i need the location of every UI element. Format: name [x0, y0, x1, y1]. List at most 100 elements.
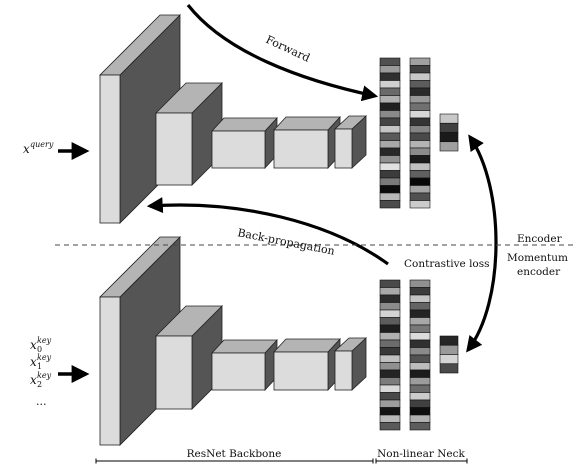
feature-cell: [379, 162, 401, 171]
feature-cell: [379, 332, 401, 341]
feature-cell: [439, 113, 459, 124]
feature-cell: [379, 110, 401, 119]
key-input-1-sub: 1: [37, 362, 42, 371]
key-input-1-base: x: [30, 355, 37, 369]
feature-cell: [409, 422, 431, 431]
feature-cell: [409, 317, 431, 326]
query-feature-column-2: [409, 57, 431, 209]
feature-cell: [379, 170, 401, 179]
feature-cell: [409, 302, 431, 311]
feature-cell: [409, 125, 431, 134]
contrastive-loss-label: Contrastive loss: [404, 258, 490, 270]
feature-cell: [379, 177, 401, 186]
key-feature-column-1: [379, 279, 401, 431]
query-conv-block-4: [273, 115, 341, 170]
feature-cell: [379, 57, 401, 66]
feature-cell: [379, 422, 401, 431]
feature-cell: [379, 317, 401, 326]
feature-cell: [379, 369, 401, 378]
feature-cell: [409, 147, 431, 156]
feature-cell: [409, 185, 431, 194]
feature-cell: [379, 399, 401, 408]
key-input-0-sub: 0: [37, 345, 42, 354]
feature-cell: [379, 392, 401, 401]
key-input-1-sup: key: [37, 353, 52, 362]
feature-cell: [409, 87, 431, 96]
feature-cell: [409, 354, 431, 363]
forward-label: Forward: [264, 33, 312, 65]
key-input-2-sup: key: [37, 371, 52, 380]
feature-cell: [379, 140, 401, 149]
feature-cell: [379, 354, 401, 363]
feature-cell: [409, 102, 431, 111]
feature-cell: [409, 362, 431, 371]
feature-cell: [409, 332, 431, 341]
feature-cell: [409, 140, 431, 149]
backprop-arrow: [146, 197, 389, 266]
feature-cell: [409, 399, 431, 408]
query-input-label: x query: [23, 140, 54, 156]
feature-cell: [409, 177, 431, 186]
feature-cell: [409, 369, 431, 378]
feature-cell: [409, 309, 431, 318]
feature-cell: [409, 132, 431, 141]
feature-cell: [409, 392, 431, 401]
feature-cell: [379, 132, 401, 141]
feature-cell: [409, 377, 431, 386]
feature-cell: [409, 414, 431, 423]
feature-cell: [379, 287, 401, 296]
forward-arrow: [186, 4, 379, 102]
feature-cell: [379, 95, 401, 104]
feature-cell: [409, 407, 431, 416]
feature-cell: [409, 155, 431, 164]
feature-cell: [409, 294, 431, 303]
feature-cell: [379, 80, 401, 89]
key-input-0-sup: key: [37, 336, 52, 345]
feature-cell: [379, 147, 401, 156]
feature-cell: [409, 192, 431, 201]
feature-cell: [379, 102, 401, 111]
feature-cell: [409, 279, 431, 288]
feature-cell: [379, 200, 401, 209]
feature-cell: [379, 65, 401, 74]
feature-cell: [379, 384, 401, 393]
feature-cell: [409, 200, 431, 209]
feature-cell: [379, 377, 401, 386]
query-input-sup: query: [30, 140, 54, 149]
feature-cell: [409, 110, 431, 119]
feature-cell: [409, 162, 431, 171]
query-feature-column-1: [379, 57, 401, 209]
key-feature-column-2: [409, 279, 431, 431]
feature-cell: [379, 407, 401, 416]
query-conv-block-2: [155, 82, 223, 186]
feature-cell: [409, 287, 431, 296]
momentum-label: Momentum: [507, 252, 568, 264]
key-input-2-sub: 2: [37, 380, 42, 389]
feature-cell: [439, 354, 459, 365]
feature-cell: [379, 155, 401, 164]
feature-cell: [409, 347, 431, 356]
key-conv-block-5: [333, 337, 368, 391]
feature-cell: [409, 170, 431, 179]
feature-cell: [409, 339, 431, 348]
feature-cell: [439, 335, 459, 346]
feature-cell: [379, 339, 401, 348]
contrastive-double-arrow: [466, 134, 498, 353]
feature-cell: [409, 72, 431, 81]
key-encoder: [99, 236, 368, 446]
backbone-label: ResNet Backbone: [187, 448, 282, 460]
backprop-label: Back-propagation: [236, 226, 335, 258]
query-encoder: [99, 14, 368, 224]
feature-cell: [379, 294, 401, 303]
query-input-base: x: [23, 142, 30, 156]
feature-cell: [379, 192, 401, 201]
feature-cell: [379, 414, 401, 423]
feature-cell: [379, 72, 401, 81]
feature-cell: [409, 80, 431, 89]
feature-cell: [409, 57, 431, 66]
feature-cell: [379, 324, 401, 333]
neck-label: Non-linear Neck: [377, 448, 465, 460]
encoder-label: Encoder: [517, 233, 563, 245]
